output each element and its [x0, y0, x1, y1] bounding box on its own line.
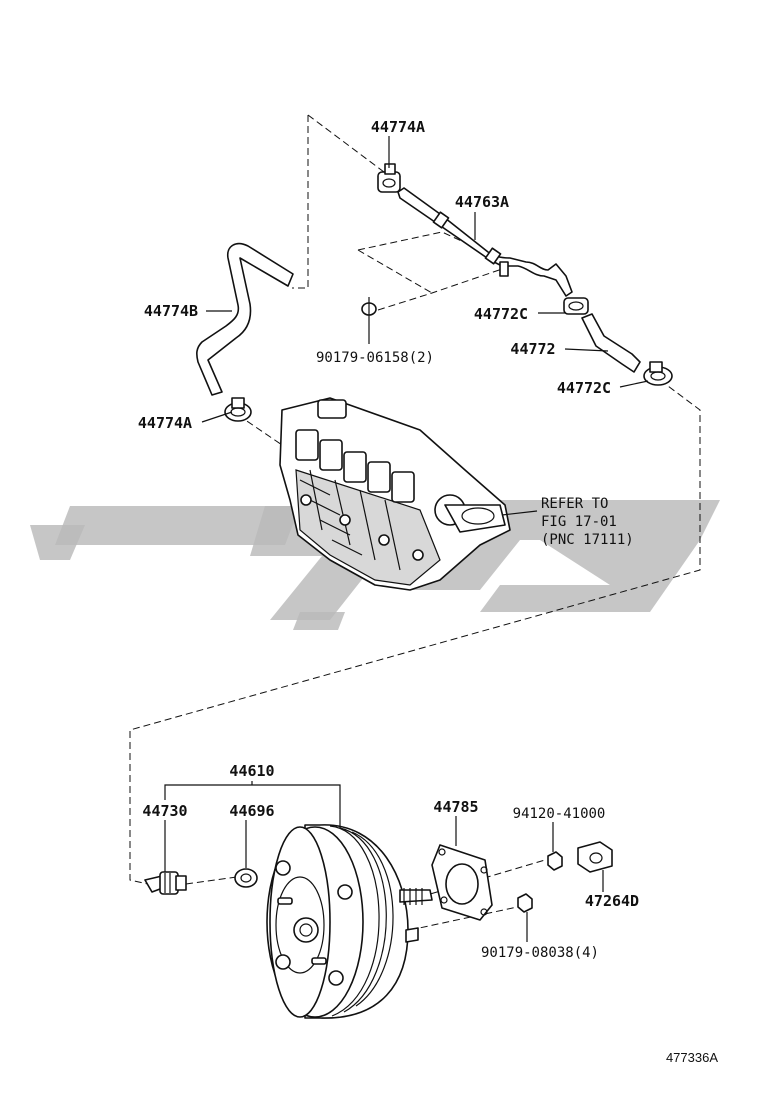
nut-90179-08038 [517, 893, 533, 913]
gasket-44785 [431, 844, 493, 921]
label-44774A-top: 44774A [371, 118, 425, 136]
label-44772C-upper: 44772C [474, 305, 528, 323]
clamp-44772C-lower [643, 361, 673, 386]
label-44763A: 44763A [455, 193, 509, 211]
bracket-47264D [577, 841, 613, 873]
check-valve-44730 [144, 871, 187, 895]
refer-text-line1: REFER TO [541, 496, 608, 512]
label-90179-08038: 90179-08038(4) [481, 945, 599, 961]
leader-lines [164, 136, 649, 942]
label-44610: 44610 [229, 762, 274, 780]
label-44696: 44696 [229, 802, 274, 820]
clamp-44774A-top [377, 163, 401, 193]
label-44774A-lower: 44774A [138, 414, 192, 432]
brake-booster [266, 824, 433, 1019]
label-94120-41000: 94120-41000 [513, 806, 606, 822]
label-44772C-lower: 44772C [557, 379, 611, 397]
refer-text-line2: FIG 17-01 [541, 514, 617, 530]
intake-manifold [279, 397, 511, 591]
label-47264D: 47264D [585, 892, 639, 910]
label-44774B: 44774B [144, 302, 198, 320]
hose-44772 [581, 313, 641, 373]
nut-94120-41000 [547, 851, 563, 871]
label-44785: 44785 [433, 798, 478, 816]
label-44730: 44730 [142, 802, 187, 820]
grommet-44696 [234, 868, 258, 888]
hose-44774B [196, 242, 294, 396]
tube-fitting-1 [432, 211, 450, 229]
figure-id: 477336A [666, 1050, 718, 1065]
label-44772: 44772 [510, 340, 555, 358]
refer-text-line3: (PNC 17111) [541, 532, 634, 548]
tube-fitting-2 [484, 247, 502, 265]
clamp-44772C-upper [563, 297, 589, 315]
tube-bracket [499, 261, 509, 277]
clamp-44774A-lower [224, 397, 252, 422]
label-90179-06158: 90179-06158(2) [316, 350, 434, 366]
